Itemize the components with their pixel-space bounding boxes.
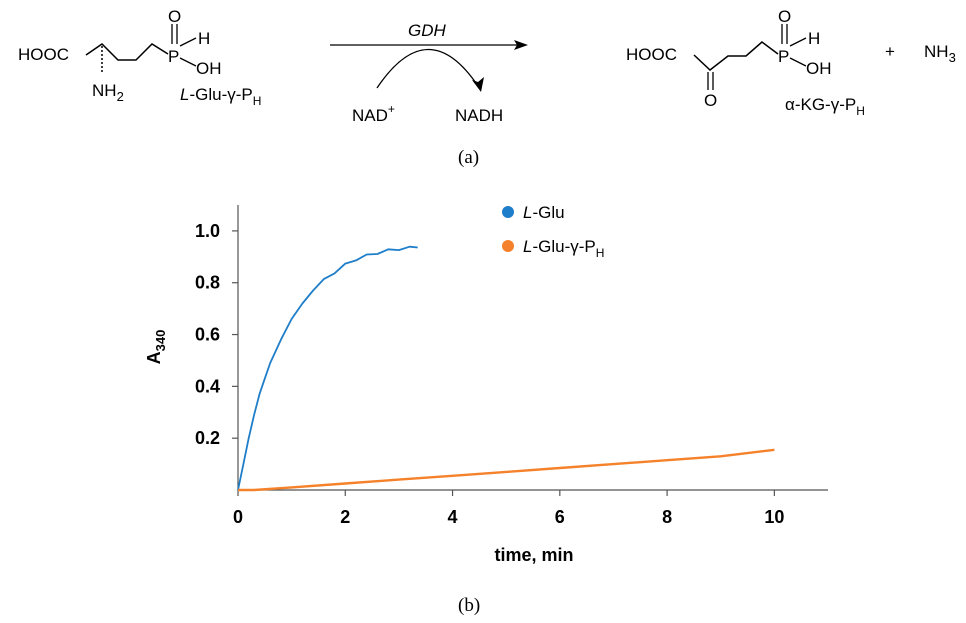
- product-o: O: [778, 7, 791, 26]
- legend-marker-l-glu-gamma-ph: [502, 240, 514, 252]
- substrate-poh-bond: [179, 57, 197, 67]
- product-ph-bond: [789, 37, 807, 47]
- cofactor-out: NADH: [455, 106, 503, 125]
- series-line-l-glu: [237, 245, 418, 491]
- x-tick-label: 10: [764, 507, 784, 527]
- y-tick-label: 0.8: [195, 273, 220, 293]
- substrate-oh: OH: [196, 59, 222, 78]
- x-tick-label: 2: [340, 507, 350, 527]
- cofactor-arc: [376, 48, 479, 89]
- y-tick-label: 0.4: [195, 376, 220, 396]
- x-tick-label: 0: [233, 507, 243, 527]
- axes: 0 2 4 6 8 10 0.2 0.4 0.6 0.8 1.0: [195, 205, 828, 527]
- substrate-ph-bond: [179, 37, 197, 47]
- legend-label-l-glu: L-Glu: [523, 203, 565, 222]
- x-tick-label: 6: [555, 507, 565, 527]
- x-tick-label: 8: [662, 507, 672, 527]
- y-tick-label: 0.6: [195, 325, 220, 345]
- caption-b: (b): [458, 595, 481, 616]
- caption-a: (a): [458, 147, 480, 168]
- product-keto-o: O: [704, 91, 717, 110]
- substrate-h: H: [198, 29, 210, 48]
- x-axis-label: time, min: [494, 545, 573, 565]
- substrate-structure: HOOC NH2 P O H OH L-Glu-γ-PH: [18, 7, 261, 108]
- substrate-name: L-Glu-γ-PH: [180, 85, 261, 108]
- y-tick-label: 1.0: [195, 221, 220, 241]
- product-cooh: HOOC: [626, 45, 677, 64]
- cofactor-in: NAD+: [352, 102, 395, 125]
- cofactor-arrowhead: [472, 77, 484, 92]
- reaction-arrow: GDH NAD+ NADH: [330, 21, 528, 125]
- product-skeleton: [693, 41, 779, 71]
- product-oh: OH: [806, 59, 832, 78]
- product-name: α-KG-γ-PH: [785, 95, 865, 118]
- legend-marker-l-glu: [502, 206, 514, 218]
- substrate-o: O: [168, 7, 181, 26]
- series-layer: [237, 245, 775, 492]
- enzyme-label: GDH: [408, 21, 447, 40]
- substrate-skeleton: [85, 43, 169, 61]
- legend: L-Glu L-Glu-γ-PH: [502, 203, 604, 260]
- product-h: H: [808, 29, 820, 48]
- product-p: P: [778, 47, 789, 66]
- ammonia: NH3: [924, 42, 956, 65]
- reaction-scheme: HOOC NH2 P O H OH L-Glu-γ-PH GDH NAD+ NA…: [18, 7, 956, 125]
- substrate-cooh: HOOC: [18, 45, 69, 64]
- substrate-nh2: NH2: [92, 81, 124, 104]
- y-axis-label: A340: [144, 330, 168, 365]
- series-line-l-glu-gamma-ph: [238, 448, 775, 492]
- substrate-p: P: [168, 47, 179, 66]
- product-structure: HOOC O P O H OH α-KG-γ-PH: [626, 7, 865, 118]
- x-tick-label: 4: [448, 507, 458, 527]
- product-poh-bond: [789, 57, 807, 67]
- legend-label-l-glu-gamma-ph: L-Glu-γ-PH: [523, 237, 604, 260]
- y-tick-label: 0.2: [195, 428, 220, 448]
- plus-sign: +: [885, 42, 895, 61]
